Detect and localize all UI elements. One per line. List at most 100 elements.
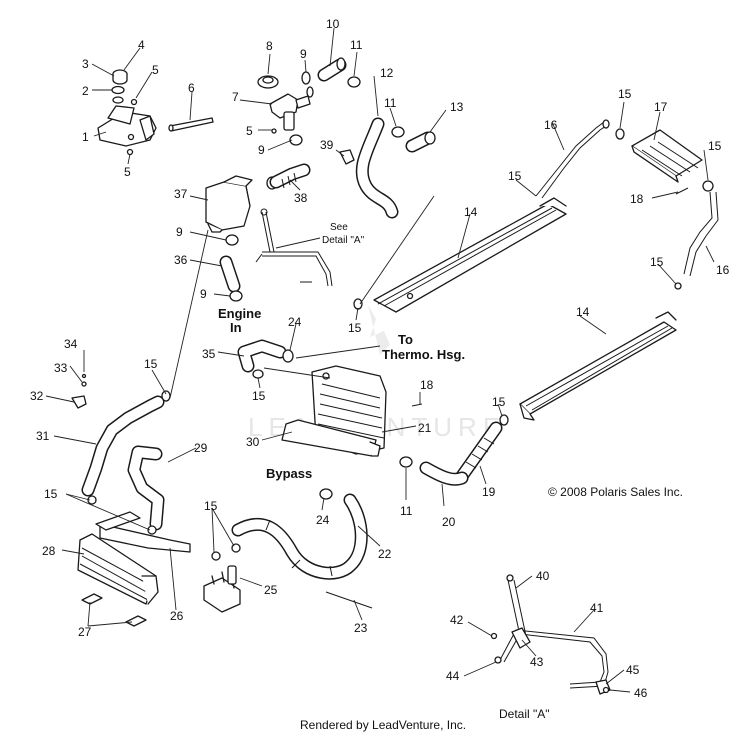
callout-15i: 15: [44, 487, 58, 501]
callout-30: 30: [246, 435, 260, 449]
see-detail-line2: Detail "A": [322, 235, 365, 246]
hose-16a: [535, 119, 625, 199]
callout-3: 3: [82, 57, 89, 71]
callout-15c: 15: [708, 139, 722, 153]
fittings-left: [71, 373, 87, 409]
reservoir-tank: [205, 175, 253, 233]
callout-16b: 16: [716, 263, 730, 277]
callout-42: 42: [450, 613, 464, 627]
detail-a-bracket: [490, 574, 611, 695]
callouts: 1 2 3 4 5 5 5 6 7 8 9 9 9 9 10 11 11 11 …: [30, 17, 730, 700]
callout-18b: 18: [420, 378, 434, 392]
callout-22: 22: [378, 547, 392, 561]
hose-36: [219, 234, 243, 302]
callout-1: 1: [82, 130, 89, 144]
rail-14-lower: [519, 311, 677, 421]
callout-9c: 9: [176, 225, 183, 239]
callout-18a: 18: [630, 192, 644, 206]
callout-4: 4: [138, 38, 145, 52]
callout-12: 12: [380, 66, 394, 80]
engine-in-line1: Engine: [218, 306, 261, 321]
callout-34: 34: [64, 337, 78, 351]
callout-43: 43: [530, 655, 544, 669]
callout-14a: 14: [464, 205, 478, 219]
callout-9d: 9: [200, 287, 207, 301]
hose-35: [237, 339, 294, 379]
callout-11a: 11: [350, 38, 363, 52]
callout-15f: 15: [144, 357, 158, 371]
callout-9a: 9: [300, 47, 307, 61]
callout-15d: 15: [650, 255, 664, 269]
footer-text: Rendered by LeadVenture, Inc.: [300, 718, 466, 732]
callout-15j: 15: [204, 499, 218, 513]
callout-24a: 24: [288, 315, 302, 329]
detail-a-label: Detail "A": [499, 707, 550, 721]
hose-22: [231, 493, 368, 580]
engine-in-label: Engine In: [218, 306, 265, 335]
hose-31: [81, 390, 171, 497]
to-thermo-label: To Thermo. Hsg.: [382, 332, 465, 362]
parts: [71, 57, 719, 695]
callout-38: 38: [294, 191, 308, 205]
callout-16a: 16: [544, 118, 558, 132]
callout-46: 46: [634, 686, 648, 700]
callout-6: 6: [188, 81, 195, 95]
callout-24b: 24: [316, 513, 330, 527]
callout-14b: 14: [576, 305, 590, 319]
callout-44: 44: [446, 669, 460, 683]
callout-37: 37: [174, 187, 188, 201]
copyright-text: © 2008 Polaris Sales Inc.: [548, 485, 683, 499]
see-detail-line1: See: [330, 222, 348, 233]
pads-27: [81, 593, 147, 627]
bypass-label: Bypass: [266, 466, 312, 481]
callout-15b: 15: [508, 169, 522, 183]
elbow-hose: [317, 57, 361, 88]
leader-lines: [45, 27, 715, 693]
hose-20: [399, 456, 469, 486]
callout-21: 21: [418, 421, 432, 435]
callout-10: 10: [326, 17, 340, 31]
hose-16b: [674, 191, 719, 290]
callout-15a: 15: [618, 87, 632, 101]
filler-neck: [257, 75, 311, 134]
hose-29: [127, 445, 165, 531]
hose-19: [455, 421, 503, 483]
to-thermo-line2: Thermo. Hsg.: [382, 347, 465, 362]
clamp-15a: [353, 298, 363, 310]
callout-19: 19: [482, 485, 496, 499]
callout-32: 32: [30, 389, 44, 403]
callout-11b: 11: [384, 96, 397, 110]
callout-15g: 15: [252, 389, 266, 403]
hose-13: [391, 126, 436, 153]
see-detail-note: See Detail "A": [322, 222, 365, 246]
callout-15h: 15: [492, 395, 506, 409]
tank-30: [281, 419, 381, 457]
clamp-24b: [319, 488, 333, 500]
to-thermo-line1: To: [398, 332, 413, 347]
callout-2: 2: [82, 84, 89, 98]
callout-40: 40: [536, 569, 550, 583]
callout-39: 39: [320, 138, 334, 152]
callout-27: 27: [78, 625, 92, 639]
callout-25: 25: [264, 583, 278, 597]
callout-9b: 9: [258, 143, 265, 157]
callout-15e: 15: [348, 321, 362, 335]
callout-17: 17: [654, 100, 668, 114]
callout-36: 36: [174, 253, 188, 267]
callout-5a: 5: [152, 63, 159, 77]
callout-45: 45: [626, 663, 640, 677]
cooler-28: [77, 533, 159, 605]
callout-28: 28: [42, 544, 56, 558]
callout-33: 33: [54, 361, 68, 375]
callout-35: 35: [202, 347, 216, 361]
callout-5b: 5: [124, 165, 131, 179]
clip-18a: [675, 187, 689, 195]
fitting-39: [339, 149, 355, 165]
callout-20: 20: [442, 515, 456, 529]
clamp-15b: [499, 414, 509, 426]
callout-11c: 11: [400, 504, 413, 518]
callout-31: 31: [36, 429, 50, 443]
clip-18b: [411, 403, 423, 407]
detail-a-bracket-small: [255, 208, 333, 287]
